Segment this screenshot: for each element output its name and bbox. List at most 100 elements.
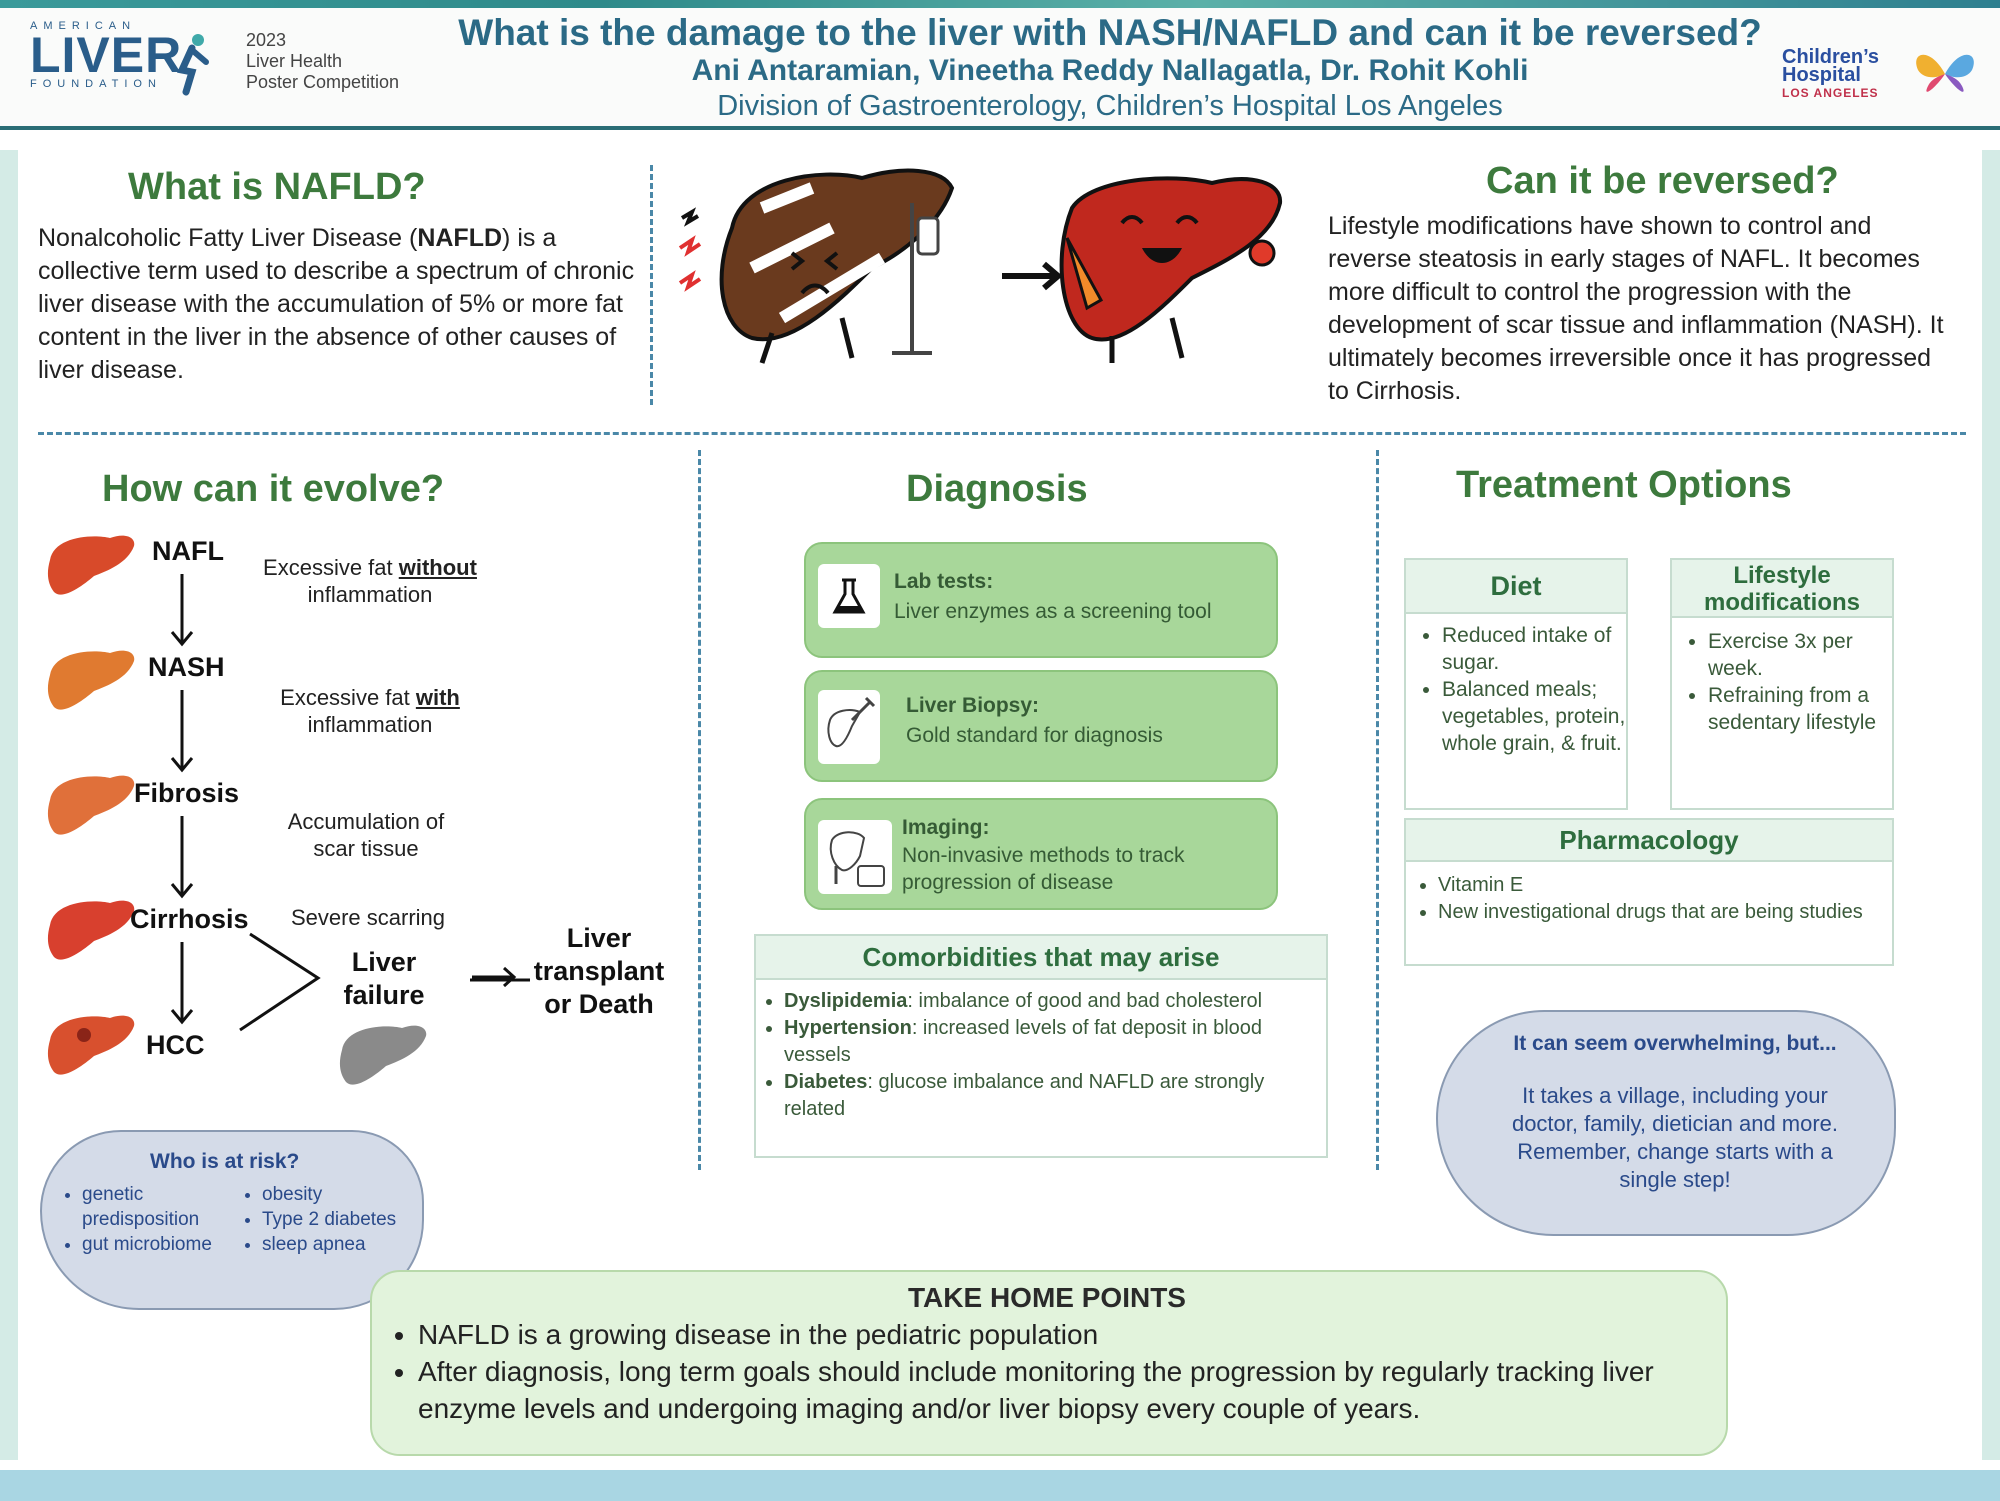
alf-logo-bottom: FOUNDATION: [30, 78, 162, 90]
grey-liver-icon: [339, 1025, 427, 1085]
takehome-list: NAFLD is a growing disease in the pediat…: [392, 1316, 1738, 1427]
diet-heading: Diet: [1406, 560, 1626, 614]
lifestyle-list: Exercise 3x per week. Refraining from a …: [1672, 628, 1892, 736]
zigzag-icons: [678, 207, 702, 292]
stage-cirrhosis: Cirrhosis: [130, 904, 249, 934]
stage-nash: NASH: [148, 652, 225, 682]
diag-lab-tests: Lab tests: Liver enzymes as a screening …: [804, 542, 1278, 658]
poster-title: What is the damage to the liver with NAS…: [458, 12, 1762, 53]
diet-item: Reduced intake of sugar.: [1442, 622, 1626, 676]
comorbidity-item: Diabetes: glucose imbalance and NAFLD ar…: [784, 1069, 1326, 1123]
liver-illustration: [678, 168, 1283, 364]
nafld-text-part1: Nonalcoholic Fatty Liver Disease (: [38, 224, 418, 252]
risk-heading: Who is at risk?: [150, 1150, 300, 1173]
competition-year: 2023: [246, 30, 287, 50]
lifestyle-heading: Lifestyle modifications: [1672, 560, 1892, 618]
diag-lab-text: Liver enzymes as a screening tool: [894, 600, 1212, 623]
risk-item: sleep apnea: [262, 1232, 416, 1257]
nafld-heading: What is NAFLD?: [128, 166, 426, 208]
flask-icon: [818, 564, 880, 628]
divider-left-mid: [698, 450, 701, 1170]
runner-icon: [176, 34, 209, 96]
comorbidities-heading: Comorbidities that may arise: [756, 936, 1326, 980]
nafld-text-bold: NAFLD: [417, 224, 503, 252]
stage-arrows: [170, 574, 194, 1025]
risk-item: obesity: [262, 1182, 416, 1207]
pharmacology-item: Vitamin E: [1438, 872, 1892, 899]
cloud-heading: It can seem overwhelming, but...: [1513, 1032, 1837, 1055]
comorbidity-item: Dyslipidemia: imbalance of good and bad …: [784, 988, 1326, 1015]
stage-hcc: HCC: [146, 1030, 205, 1060]
competition-line1: Liver Health: [246, 51, 343, 71]
diet-item: Balanced meals; vegetables, protein, who…: [1442, 676, 1626, 757]
reversed-heading: Can it be reversed?: [1486, 160, 1839, 202]
risk-item: Type 2 diabetes: [262, 1207, 416, 1232]
pharmacology-item: New investigational drugs that are being…: [1438, 899, 1892, 926]
liver-nafl-icon: [47, 535, 135, 595]
right-border: [1982, 150, 2000, 1460]
left-border: [0, 150, 18, 1460]
comorbidities-box: Comorbidities that may arise Dyslipidemi…: [754, 934, 1328, 1158]
encouragement-cloud: [1436, 1010, 1896, 1236]
chla-line2: Hospital: [1782, 64, 1861, 86]
desc-nafl-pre: Excessive fat: [263, 555, 399, 580]
comorbidity-term: Hypertension: [784, 1017, 912, 1039]
diet-box: Diet Reduced intake of sugar. Balanced m…: [1404, 558, 1628, 810]
poster-division: Division of Gastroenterology, Children’s…: [717, 90, 1503, 122]
stage-fibrosis: Fibrosis: [134, 778, 240, 808]
competition-label: 2023 Liver Health Poster Competition: [246, 30, 399, 93]
takehome-point: NAFLD is a growing disease in the pediat…: [418, 1316, 1738, 1353]
arrow-right-icon: [472, 966, 517, 988]
takehome-point: After diagnosis, long term goals should …: [418, 1353, 1738, 1427]
reversed-text: Lifestyle modifications have shown to co…: [1328, 212, 1944, 405]
liver-cirrhosis-icon: [47, 900, 135, 960]
pharmacology-box: Pharmacology Vitamin E New investigation…: [1404, 818, 1894, 966]
alf-logo-top: AMERICAN: [30, 20, 137, 32]
diag-imaging-title: Imaging:: [902, 816, 990, 839]
lifestyle-item: Refraining from a sedentary lifestyle: [1708, 682, 1892, 736]
risk-item: genetic predisposition: [82, 1182, 236, 1232]
stage-nafl: NAFL: [152, 536, 224, 566]
nafld-text: Nonalcoholic Fatty Liver Disease (NAFLD)…: [38, 222, 638, 387]
treatment-heading: Treatment Options: [1456, 464, 1792, 506]
cloud-text: It takes a village, including your docto…: [1511, 1083, 1839, 1192]
comorbidity-term: Dyslipidemia: [784, 990, 908, 1012]
risk-col2: obesity Type 2 diabetes sleep apnea: [236, 1182, 416, 1257]
liver-stage-icons: [47, 535, 135, 1075]
desc-nash-pre: Excessive fat: [280, 685, 416, 710]
pharmacology-list: Vitamin E New investigational drugs that…: [1406, 872, 1892, 926]
divider-right-mid: [1376, 450, 1379, 1170]
diag-biopsy: Liver Biopsy: Gold standard for diagnosi…: [804, 670, 1278, 782]
liver-failure-label: Liver failure: [343, 947, 425, 1010]
poster-header: [0, 8, 2000, 130]
desc-nash-bold: with: [415, 685, 460, 710]
diag-imaging-text: Non-invasive methods to track progressio…: [902, 844, 1185, 894]
failure-connectors: [239, 932, 530, 1032]
takehome-heading: TAKE HOME POINTS: [908, 1282, 1186, 1313]
liver-hcc-icon: [47, 1015, 135, 1075]
top-color-strip: [0, 0, 2000, 8]
desc-nafl-bold: without: [398, 555, 477, 580]
butterfly-icon: [1916, 54, 1974, 92]
comorbidities-list: Dyslipidemia: imbalance of good and bad …: [756, 988, 1326, 1123]
diag-imaging: Imaging: Non-invasive methods to track p…: [804, 798, 1278, 910]
ultrasound-icon: [818, 820, 892, 894]
divider-horizontal: [38, 432, 1966, 435]
bottom-band: [0, 1470, 2000, 1501]
liver-nash-icon: [47, 650, 135, 710]
desc-nafl-post: inflammation: [307, 582, 433, 607]
comorbidity-text: : increased levels of fat deposit in blo…: [784, 1017, 1263, 1066]
poster-authors: Ani Antaramian, Vineetha Reddy Nallagatl…: [691, 54, 1529, 87]
liver-fibrosis-icon: [47, 775, 135, 835]
takehome-box: [370, 1270, 1728, 1456]
chla-line1: Children’s: [1782, 46, 1880, 68]
comorbidity-term: Diabetes: [784, 1071, 868, 1093]
lifestyle-item: Exercise 3x per week.: [1708, 628, 1892, 682]
evolve-heading: How can it evolve?: [102, 468, 445, 510]
diag-lab-title: Lab tests:: [894, 570, 994, 593]
outcome-label: Liver transplant or Death: [533, 923, 665, 1019]
diet-list: Reduced intake of sugar. Balanced meals;…: [1406, 622, 1626, 757]
diagnosis-heading: Diagnosis: [906, 468, 1088, 510]
